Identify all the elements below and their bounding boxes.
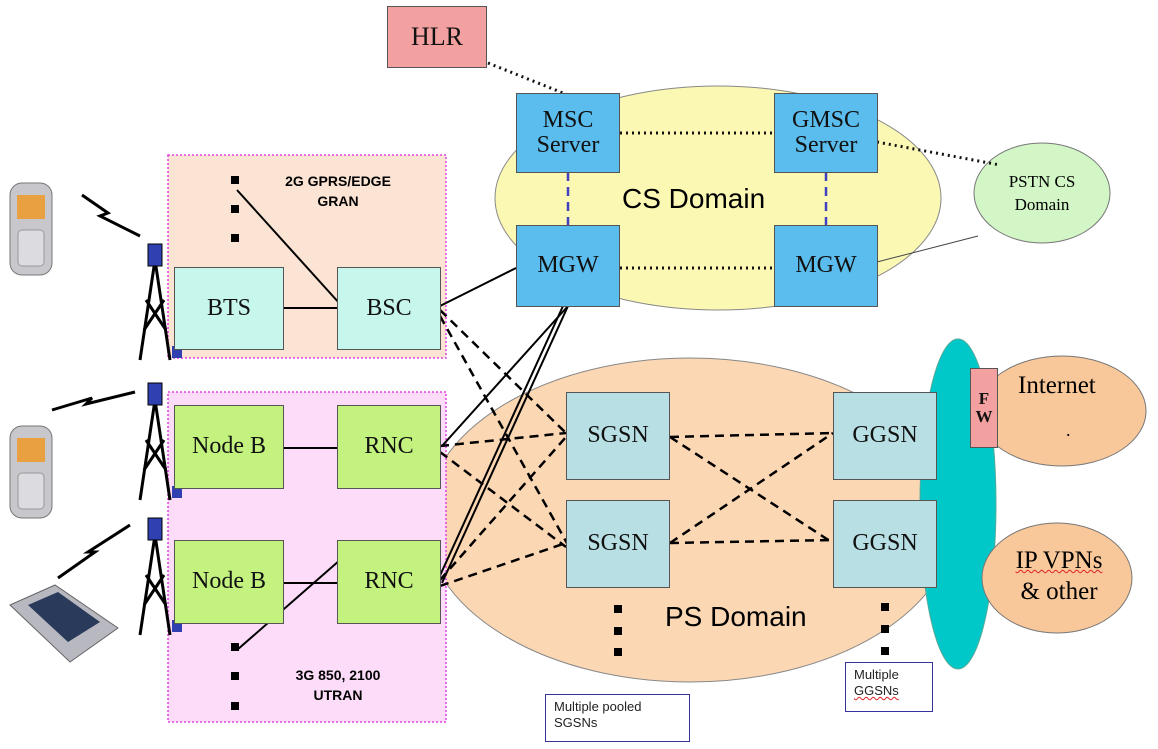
cell-tower-icon xyxy=(138,259,172,361)
ipvpn-label: IP VPNs & other xyxy=(1000,545,1118,607)
firewall-label-line2: W xyxy=(975,407,993,426)
antenna-top-icon xyxy=(147,382,163,406)
internet-label: Internet xyxy=(1018,372,1096,399)
ggsn-multiple-note: Multiple GGSNs xyxy=(845,662,933,712)
pstn-label-line2: Domain xyxy=(1014,195,1070,214)
utran-region-label: 3G 850, 2100 UTRAN xyxy=(268,665,408,705)
bts-node: BTS xyxy=(174,267,284,350)
ggsn-note-line2-text: GGSNs xyxy=(854,683,899,698)
mgw-right-label: MGW xyxy=(795,252,857,279)
ps-domain-label: PS Domain xyxy=(665,601,807,632)
ggsn-bottom-node: GGSN xyxy=(833,500,937,588)
hlr-label: HLR xyxy=(411,22,463,52)
cell-tower-icon xyxy=(138,399,172,501)
ggsn-note-line1: Multiple xyxy=(854,667,899,682)
gran-region-label: 2G GPRS/EDGE GRAN xyxy=(268,171,408,211)
sgsn-note-line1: Multiple pooled xyxy=(554,699,642,714)
msc-mgw-dashed-links xyxy=(566,172,828,225)
gran-label-line1: 2G GPRS/EDGE xyxy=(285,173,391,189)
ggsn-top-label: GGSN xyxy=(852,422,918,449)
internet-dot-label: . xyxy=(1066,420,1071,440)
gran-label-line2: GRAN xyxy=(317,193,359,209)
sgsn-top-label: SGSN xyxy=(587,422,649,449)
msc-label-line1: MSC xyxy=(542,106,594,133)
rnc-top-label: RNC xyxy=(364,433,414,460)
sgsn-note-line2: SGSNs xyxy=(554,715,598,730)
ipvpn-label-line1: IP VPNs xyxy=(1000,545,1118,576)
rnc-bottom-label: RNC xyxy=(364,568,414,595)
mgw-left-label: MGW xyxy=(537,252,599,279)
nodeb-bottom-label: Node B xyxy=(192,568,266,595)
solid-links xyxy=(236,189,569,651)
sgsn-bottom-node: SGSN xyxy=(566,500,670,588)
utran-label-line2: UTRAN xyxy=(313,687,363,703)
mobile-phone-icon xyxy=(9,182,53,276)
ipvpn-label-line1-text: IP VPNs xyxy=(1015,547,1103,574)
nodeb-top-label: Node B xyxy=(192,433,266,460)
rnc-bottom-node: RNC xyxy=(337,540,441,624)
dotted-links xyxy=(487,61,1001,270)
gmsc-label-line1: GMSC xyxy=(791,106,861,133)
ipvpn-ellipse xyxy=(981,522,1133,634)
hlr-node: HLR xyxy=(387,6,487,68)
radio-signal-icon xyxy=(51,193,141,580)
nodeb-top-node: Node B xyxy=(174,405,284,489)
mgw-left-node: MGW xyxy=(516,225,620,307)
bsc-node: BSC xyxy=(337,267,441,350)
antenna-top-icon xyxy=(147,517,163,541)
sgsn-top-node: SGSN xyxy=(566,392,670,480)
gmsc-label-line2: Server xyxy=(794,132,858,158)
bsc-label: BSC xyxy=(366,294,412,321)
nodeb-bottom-node: Node B xyxy=(174,540,284,624)
antenna-base-icon xyxy=(172,486,182,498)
cell-tower-icon xyxy=(138,534,172,636)
mgw-right-node: MGW xyxy=(774,225,878,307)
utran-label-line1: 3G 850, 2100 xyxy=(295,667,381,683)
mobile-phone-icon xyxy=(9,425,53,519)
continuation-markers xyxy=(231,176,889,710)
ggsn-bottom-label: GGSN xyxy=(852,530,918,557)
pda-device-icon xyxy=(9,584,119,663)
sgsn-pool-note: Multiple pooled SGSNs xyxy=(545,694,690,742)
gmsc-server-node: GMSC Server xyxy=(774,93,878,173)
msc-server-node: MSC Server xyxy=(516,93,620,173)
cs-domain-label: CS Domain xyxy=(622,183,766,214)
bts-label: BTS xyxy=(206,294,251,321)
msc-label-line2: Server xyxy=(536,132,600,158)
antenna-base-icon xyxy=(172,620,182,632)
antenna-base-icon xyxy=(172,346,182,358)
firewall-label-line1: F xyxy=(978,389,990,409)
antenna-top-icon xyxy=(147,243,163,267)
ggsn-top-node: GGSN xyxy=(833,392,937,480)
pstn-label-line1: PSTN CS xyxy=(1008,172,1076,191)
thin-links xyxy=(876,235,979,263)
ggsn-note-line2: GGSNs xyxy=(854,683,924,699)
sgsn-bottom-label: SGSN xyxy=(587,530,649,557)
pstn-label: PSTN CS Domain xyxy=(986,170,1098,216)
pstn-domain-ellipse xyxy=(973,142,1111,244)
dashed-packet-links xyxy=(438,309,834,588)
firewall-node: F W xyxy=(970,368,998,448)
rnc-top-node: RNC xyxy=(337,405,441,489)
ipvpn-label-line2: & other xyxy=(1020,578,1098,605)
